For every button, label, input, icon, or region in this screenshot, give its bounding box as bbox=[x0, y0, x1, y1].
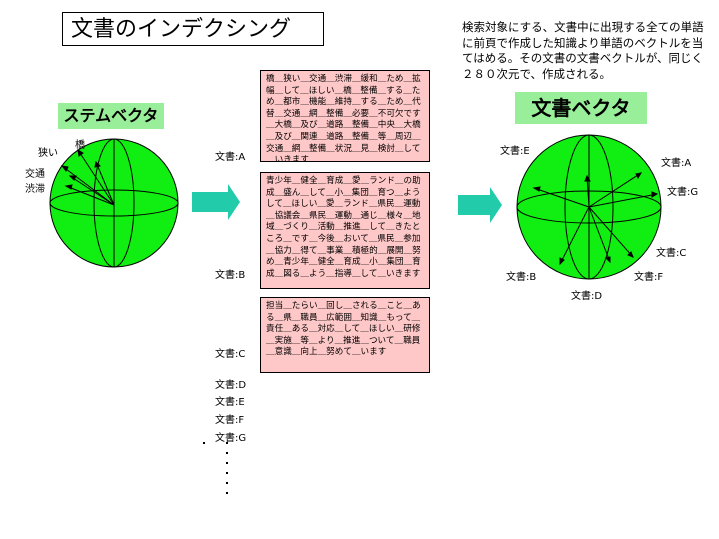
stem-vector-sphere bbox=[49, 138, 179, 268]
document-text-box: 青少年＿健全＿育成＿愛＿ランド＿の助成＿盛ん＿して＿小＿集団＿育つ＿ようして＿ほ… bbox=[260, 172, 430, 289]
document-label: 文書:G bbox=[215, 433, 247, 444]
doc-vector-label-d: 文書:D bbox=[571, 291, 603, 302]
doc-vector-label: 文書ベクタ bbox=[515, 92, 647, 124]
document-label: 文書:E bbox=[215, 397, 245, 408]
ellipsis-dot bbox=[203, 442, 205, 444]
doc-vector-label-g: 文書:G bbox=[667, 187, 699, 198]
stem-word-label: 橋 bbox=[75, 140, 85, 151]
page-title: 文書のインデクシング bbox=[62, 12, 324, 46]
stem-word-label: 狭い bbox=[38, 148, 58, 159]
doc-vector-label-a: 文書:A bbox=[661, 158, 692, 169]
stem-word-label: 渋滞 bbox=[25, 184, 45, 195]
doc-vector-label-c: 文書:C bbox=[656, 248, 687, 259]
stem-vectors bbox=[60, 149, 115, 206]
description-text: 検索対象にする、文書中に出現する全ての単語に前頁で作成した知識より単語のベクトル… bbox=[462, 20, 704, 81]
document-label: 文書:C bbox=[215, 349, 246, 360]
stem-vector-label: ステムベクタ bbox=[58, 103, 164, 129]
document-text-box: 橋＿狭い＿交通＿渋滞＿緩和＿ため＿拡幅＿して＿ほしい＿橋＿整備＿する＿ため＿都市… bbox=[260, 70, 430, 162]
document-text-box: 担当＿たらい＿回し＿される＿こと＿ある＿県＿職員＿広範囲＿知識＿もって＿責任＿あ… bbox=[260, 297, 430, 373]
document-label: 文書:B bbox=[215, 270, 246, 281]
doc-vectors bbox=[532, 172, 659, 266]
doc-vector-label-f: 文書:F bbox=[634, 272, 664, 283]
document-label: 文書:D bbox=[215, 380, 247, 391]
stem-word-label: 交通 bbox=[25, 169, 45, 180]
document-label: 文書:F bbox=[215, 415, 245, 426]
document-label: 文書:A bbox=[215, 152, 246, 163]
ellipsis-dots bbox=[226, 442, 232, 502]
doc-vector-label-b: 文書:B bbox=[506, 272, 537, 283]
doc-vector-label-e: 文書:E bbox=[500, 146, 530, 157]
process-arrows bbox=[192, 184, 502, 223]
